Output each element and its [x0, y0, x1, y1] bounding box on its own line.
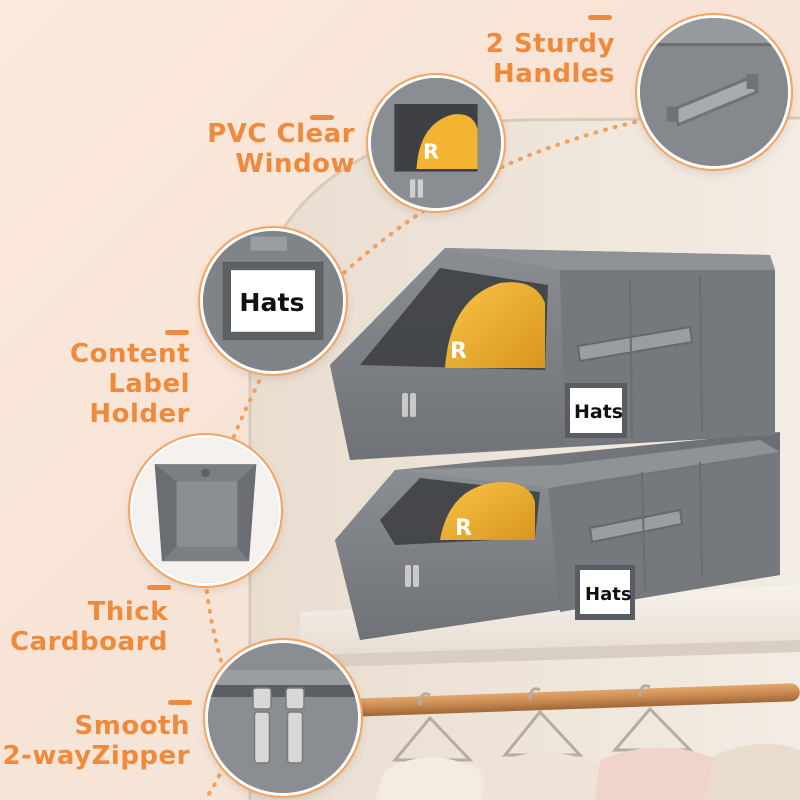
feature-zipper-line1: Smooth — [74, 711, 190, 741]
feature-window-line1: PVC Clear — [207, 119, 355, 149]
hanging-rod — [290, 683, 800, 719]
accent-bar-zipper — [168, 700, 192, 705]
handles-closeup — [637, 15, 791, 169]
accent-bar-label — [165, 330, 189, 335]
svg-text:Hats: Hats — [239, 288, 304, 317]
feature-label-line2: Label Holder — [89, 368, 190, 429]
accent-bar-window — [310, 115, 334, 120]
feature-zipper-line2: 2-wayZipper — [2, 740, 190, 771]
feature-cardboard: Thick Cardboard — [9, 597, 168, 658]
feature-handles: 2 Sturdy Handles — [485, 29, 615, 90]
feature-cardboard-line2: Cardboard — [9, 626, 168, 657]
shelf — [300, 585, 800, 655]
svg-text:R: R — [423, 140, 439, 164]
feature-label-line1: Content — [70, 339, 190, 369]
bottom-box: R Hats — [335, 432, 780, 640]
feature-window: PVC Clear Window — [207, 119, 355, 180]
feature-label-holder: Content Label Holder — [0, 339, 190, 430]
accent-bar-cardboard — [147, 585, 171, 590]
top-box: R Hats — [330, 248, 775, 460]
window-closeup: R — [368, 75, 504, 211]
svg-text:Hats: Hats — [574, 401, 623, 423]
hanging-clothes — [375, 757, 490, 800]
feature-cardboard-line1: Thick — [87, 597, 168, 627]
feature-handles-line1: 2 Sturdy — [485, 29, 615, 59]
zipper-closeup — [205, 640, 361, 796]
svg-text:Hats: Hats — [585, 584, 632, 605]
accent-bar-handles — [588, 15, 612, 20]
feature-zipper: Smooth 2-wayZipper — [2, 711, 190, 772]
svg-text:R: R — [455, 516, 472, 541]
feature-handles-line2: Handles — [493, 58, 615, 89]
label-holder-closeup: Hats — [200, 228, 346, 374]
cardboard-closeup — [130, 435, 281, 586]
svg-text:R: R — [450, 339, 467, 364]
feature-window-line2: Window — [235, 148, 355, 179]
